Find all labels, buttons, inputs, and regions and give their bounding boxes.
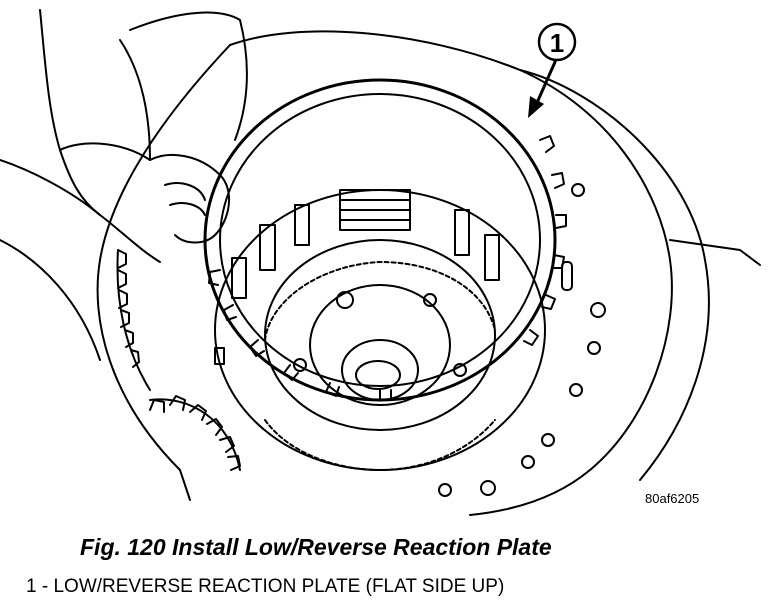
callout-arrow	[534, 22, 577, 107]
hand-outline	[0, 9, 248, 361]
figure-caption: Fig. 120 Install Low/Reverse Reaction Pl…	[80, 534, 552, 560]
clutch-drum	[214, 189, 546, 471]
left-gear-teeth	[116, 249, 151, 391]
case-holes	[438, 183, 606, 497]
reaction-plate	[203, 78, 567, 402]
transmission-illustration: 1 80af6205	[0, 9, 761, 516]
transmission-case	[229, 30, 673, 516]
legend-text: LOW/REVERSE REACTION PLATE (FLAT SIDE UP…	[53, 576, 505, 597]
figure-code: 80af6205	[645, 491, 699, 506]
callout-arrowhead	[528, 96, 544, 118]
legend-item: 1 - LOW/REVERSE REACTION PLATE (FLAT SID…	[26, 576, 504, 598]
callout-number: 1	[550, 28, 564, 58]
lower-left-gear	[149, 395, 241, 471]
legend-separator: -	[36, 576, 54, 597]
legend-number: 1	[26, 576, 37, 597]
